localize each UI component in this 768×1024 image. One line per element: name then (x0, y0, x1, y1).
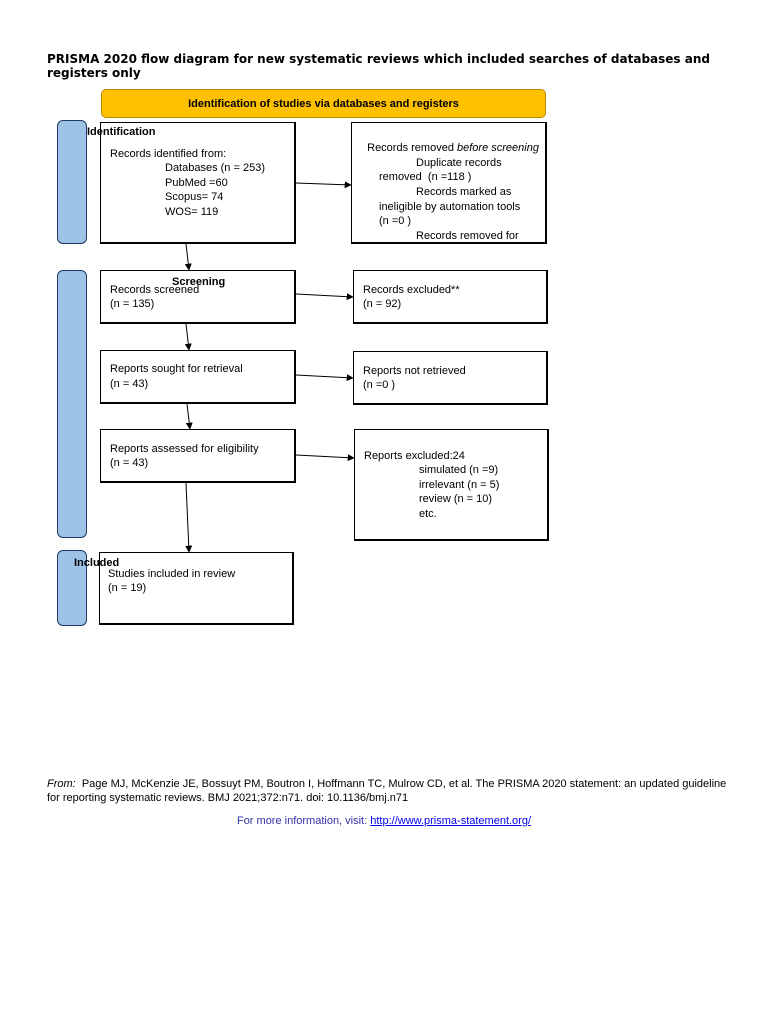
identified-pubmed: PubMed =60 (165, 177, 228, 189)
removed-heading-italic: before screening (457, 141, 539, 154)
not-retrieved-count: (n =0 ) (363, 379, 396, 391)
identified-wos: WOS= 119 (165, 206, 219, 218)
reports-excluded-reason: etc. (419, 508, 437, 520)
removed-heading: Records removed before screening (361, 126, 539, 155)
removed-duplicates-label: Duplicate records (416, 157, 502, 169)
identified-scopus: Scopus= 74 (165, 191, 224, 203)
excluded-count: (n = 92) (363, 298, 402, 310)
reports-excluded-label: Reports excluded:24 (364, 450, 465, 462)
footer-citation: From: Page MJ, McKenzie JE, Bossuyt PM, … (47, 777, 737, 805)
arrow-sought-to-assessed (185, 403, 193, 430)
removed-other-label: Records removed for (416, 230, 519, 242)
included-count: (n = 19) (108, 582, 147, 594)
reports-excluded-reason: irrelevant (n = 5) (419, 479, 500, 491)
identified-databases: Databases (n = 253) (165, 162, 265, 174)
prisma-link[interactable]: http://www.prisma-statement.org/ (370, 815, 532, 827)
screened-count: (n = 135) (110, 298, 155, 310)
included-label: Studies included in review (108, 568, 236, 580)
phase-tab-included (57, 550, 87, 626)
arrow-identified-to-screened (184, 243, 192, 271)
identification-banner: Identification of studies via databases … (101, 89, 546, 118)
removed-automation-label: Records marked as (416, 186, 512, 198)
footer-citation-text: Page MJ, McKenzie JE, Bossuyt PM, Boutro… (47, 778, 730, 804)
records-removed-box (351, 122, 547, 244)
phase-tab-identification (57, 120, 87, 244)
excluded-label: Records excluded** (363, 284, 460, 296)
page-title: PRISMA 2020 flow diagram for new systema… (47, 52, 710, 80)
removed-automation-value: ineligible by automation tools (379, 201, 521, 213)
records-identified-box (100, 122, 296, 244)
reports-sought-box (100, 350, 296, 404)
records-excluded-box (353, 270, 548, 324)
screened-label: Records screened (110, 284, 200, 296)
arrow-screened-to-excluded (295, 293, 354, 301)
phase-label-screening: Screening (172, 276, 226, 288)
removed-heading-prefix: Records removed (367, 141, 457, 154)
phase-label-identification: Identification (87, 126, 156, 138)
assessed-label: Reports assessed for eligibility (110, 443, 259, 455)
arrow-assessed-to-excluded (295, 454, 355, 462)
assessed-count: (n = 43) (110, 457, 149, 469)
removed-heading-suffix: : (411, 142, 415, 154)
sought-count: (n = 43) (110, 378, 149, 390)
phase-tab-screening (57, 270, 87, 538)
reports-not-retrieved-box (353, 351, 548, 405)
arrow-screened-to-sought (184, 323, 192, 351)
footer-more-info: For more information, visit: http://www.… (0, 815, 768, 827)
not-retrieved-label: Reports not retrieved (363, 365, 466, 377)
records-screened-box (100, 270, 296, 324)
footer-from-label: From: (47, 778, 76, 790)
removed-duplicates-value: removed (n =118 ) (379, 171, 472, 183)
reports-excluded-reason: review (n = 10) (419, 493, 493, 505)
arrow-assessed-to-included (185, 482, 193, 553)
arrow-sought-to-not-retrieved (295, 374, 354, 382)
footer-more-info-text: For more information, visit: (236, 815, 371, 827)
phase-label-included: Included (74, 557, 120, 569)
reports-excluded-box (354, 429, 549, 541)
reports-assessed-box (100, 429, 296, 483)
removed-automation-count: (n =0 ) (379, 215, 412, 227)
reports-excluded-reason: simulated (n =9) (419, 464, 499, 476)
arrow-identified-to-removed (295, 181, 352, 189)
sought-label: Reports sought for retrieval (110, 363, 243, 375)
identified-heading: Records identified from: (110, 148, 227, 160)
studies-included-box (99, 552, 294, 625)
